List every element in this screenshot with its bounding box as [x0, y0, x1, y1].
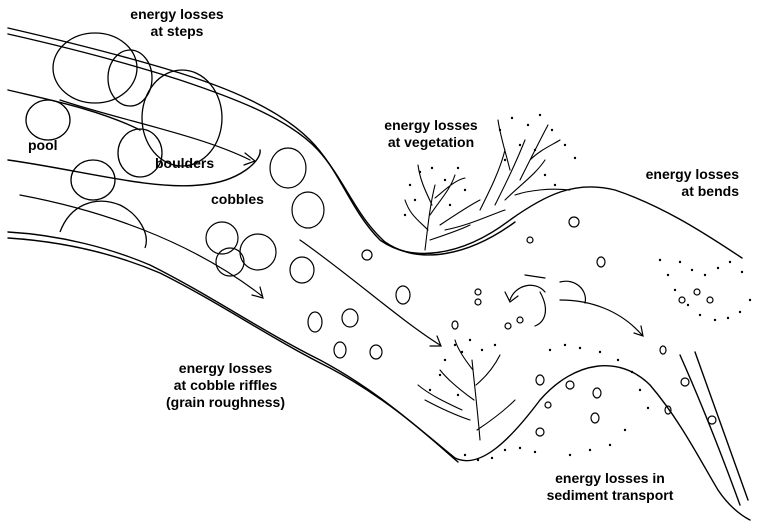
cobble: [475, 299, 481, 305]
thalweg-line: [8, 150, 260, 186]
label-steps: energy losses at steps: [112, 6, 242, 40]
eddy-arrow: [525, 275, 585, 303]
label-vegetation: energy losses at vegetation: [370, 117, 492, 151]
boulder: [53, 33, 137, 103]
cobble: [694, 289, 700, 295]
eddy-arrow: [535, 292, 545, 326]
label-bends: energy losses at bends: [612, 166, 739, 200]
cobble: [566, 381, 574, 389]
cobble: [334, 342, 346, 358]
cobble: [517, 317, 523, 323]
cobble: [308, 312, 322, 332]
label-pool: pool: [28, 137, 58, 154]
cobble: [708, 416, 716, 424]
cobble: [591, 413, 599, 423]
cobble: [681, 378, 689, 386]
cobble: [452, 321, 458, 329]
flow-arrows: [20, 100, 643, 346]
cobble: [597, 257, 605, 267]
cobble: [206, 222, 238, 254]
flow-arrow: [560, 300, 642, 335]
boulder: [142, 70, 222, 166]
cobble: [370, 345, 382, 359]
cobble: [475, 289, 481, 295]
cobble: [270, 148, 306, 188]
vegetation: [405, 120, 570, 440]
cobble: [536, 428, 544, 436]
cobble: [362, 250, 372, 260]
cobble: [290, 257, 314, 283]
flow-arrow: [300, 240, 440, 345]
boulder: [71, 160, 115, 200]
cobble: [545, 402, 551, 408]
cobble: [707, 297, 713, 303]
label-boulders: boulders: [155, 155, 214, 172]
cobble: [240, 234, 276, 270]
boulder: [26, 100, 70, 140]
cobble: [660, 346, 666, 354]
label-cobbles: cobbles: [211, 191, 264, 208]
cobble: [569, 217, 579, 227]
flow-arrow: [20, 195, 262, 296]
shrub-lower: [418, 340, 515, 440]
label-sediment: energy losses in sediment transport: [535, 470, 685, 504]
cobble: [505, 323, 511, 329]
lower-bank-line-2: [8, 238, 458, 462]
cobble: [527, 237, 533, 243]
cobble: [536, 375, 544, 385]
cobble: [292, 192, 324, 228]
cobble: [679, 297, 685, 303]
cobble: [593, 388, 601, 398]
cobble: [396, 286, 410, 304]
label-riffles: energy losses at cobble riffles (grain r…: [143, 360, 308, 411]
cobble: [342, 309, 358, 327]
